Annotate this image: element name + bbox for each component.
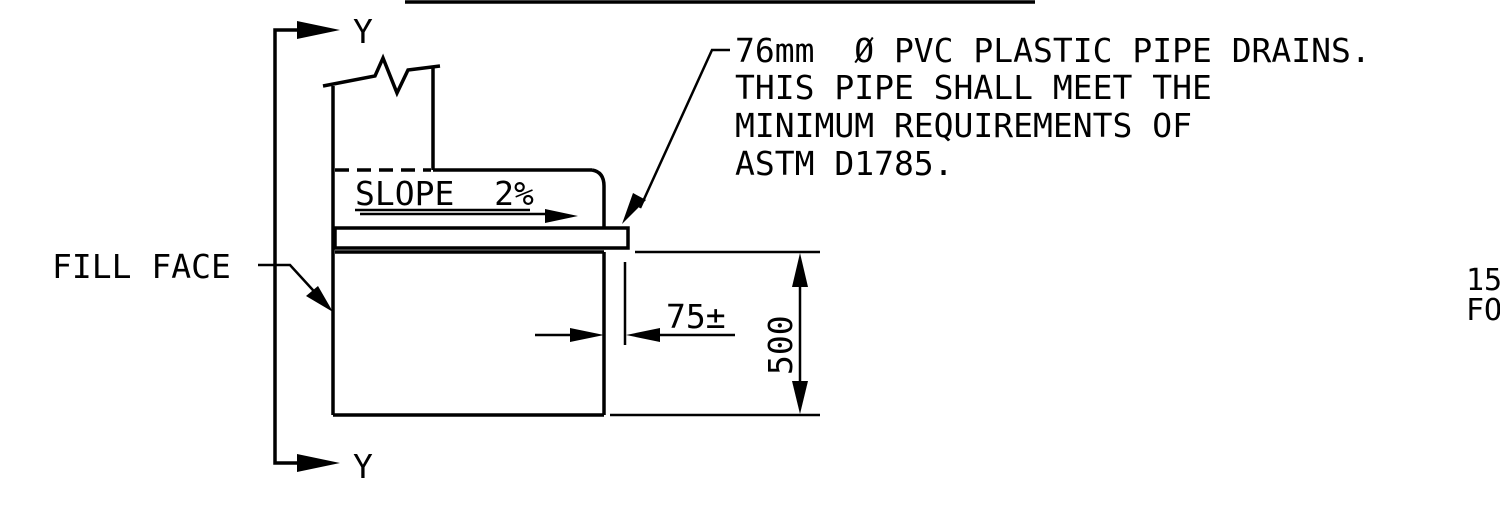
- section-letter-top: Y: [353, 12, 373, 51]
- section-arrow-top: [297, 21, 340, 39]
- slope-label: SLOPE 2%: [355, 174, 534, 213]
- dim-arrow-right: [626, 328, 660, 342]
- height-dimension-label: 500: [761, 315, 800, 375]
- fill-face-leader: [258, 263, 323, 301]
- dim-arrow-left: [570, 328, 604, 342]
- dim-arrow-down: [792, 381, 808, 414]
- fill-face-label: FILL FACE: [52, 247, 231, 286]
- section-cut-line: Y Y: [273, 12, 373, 486]
- note-leader: [638, 48, 730, 209]
- cutoff-text-line-2: FO: [1466, 293, 1500, 328]
- note-line-2: THIS PIPE SHALL MEET THE: [735, 68, 1212, 107]
- fill-face-arrowhead: [306, 286, 333, 312]
- section-letter-bottom: Y: [353, 447, 373, 486]
- wall-section: [322, 53, 606, 417]
- note-line-1: 76mm Ø PVC PLASTIC PIPE DRAINS.: [735, 31, 1371, 70]
- offset-dimension-label: 75±: [666, 297, 726, 336]
- note-line-4: ASTM D1785.: [735, 144, 954, 183]
- section-arrow-bottom: [297, 454, 340, 472]
- note-leader-arrowhead: [622, 193, 646, 224]
- pvc-pipe-drain: [333, 226, 630, 254]
- height-dimension: 500: [610, 250, 820, 417]
- note-line-3: MINIMUM REQUIREMENTS OF: [735, 106, 1192, 145]
- cutoff-text-line-1: 15: [1466, 263, 1500, 298]
- dim-arrow-up: [792, 253, 808, 287]
- offset-dimension: 75±: [535, 262, 735, 345]
- break-line: [322, 53, 441, 98]
- slope-arrowhead: [545, 209, 578, 223]
- pipe-note: 76mm Ø PVC PLASTIC PIPE DRAINS. THIS PIP…: [735, 31, 1371, 183]
